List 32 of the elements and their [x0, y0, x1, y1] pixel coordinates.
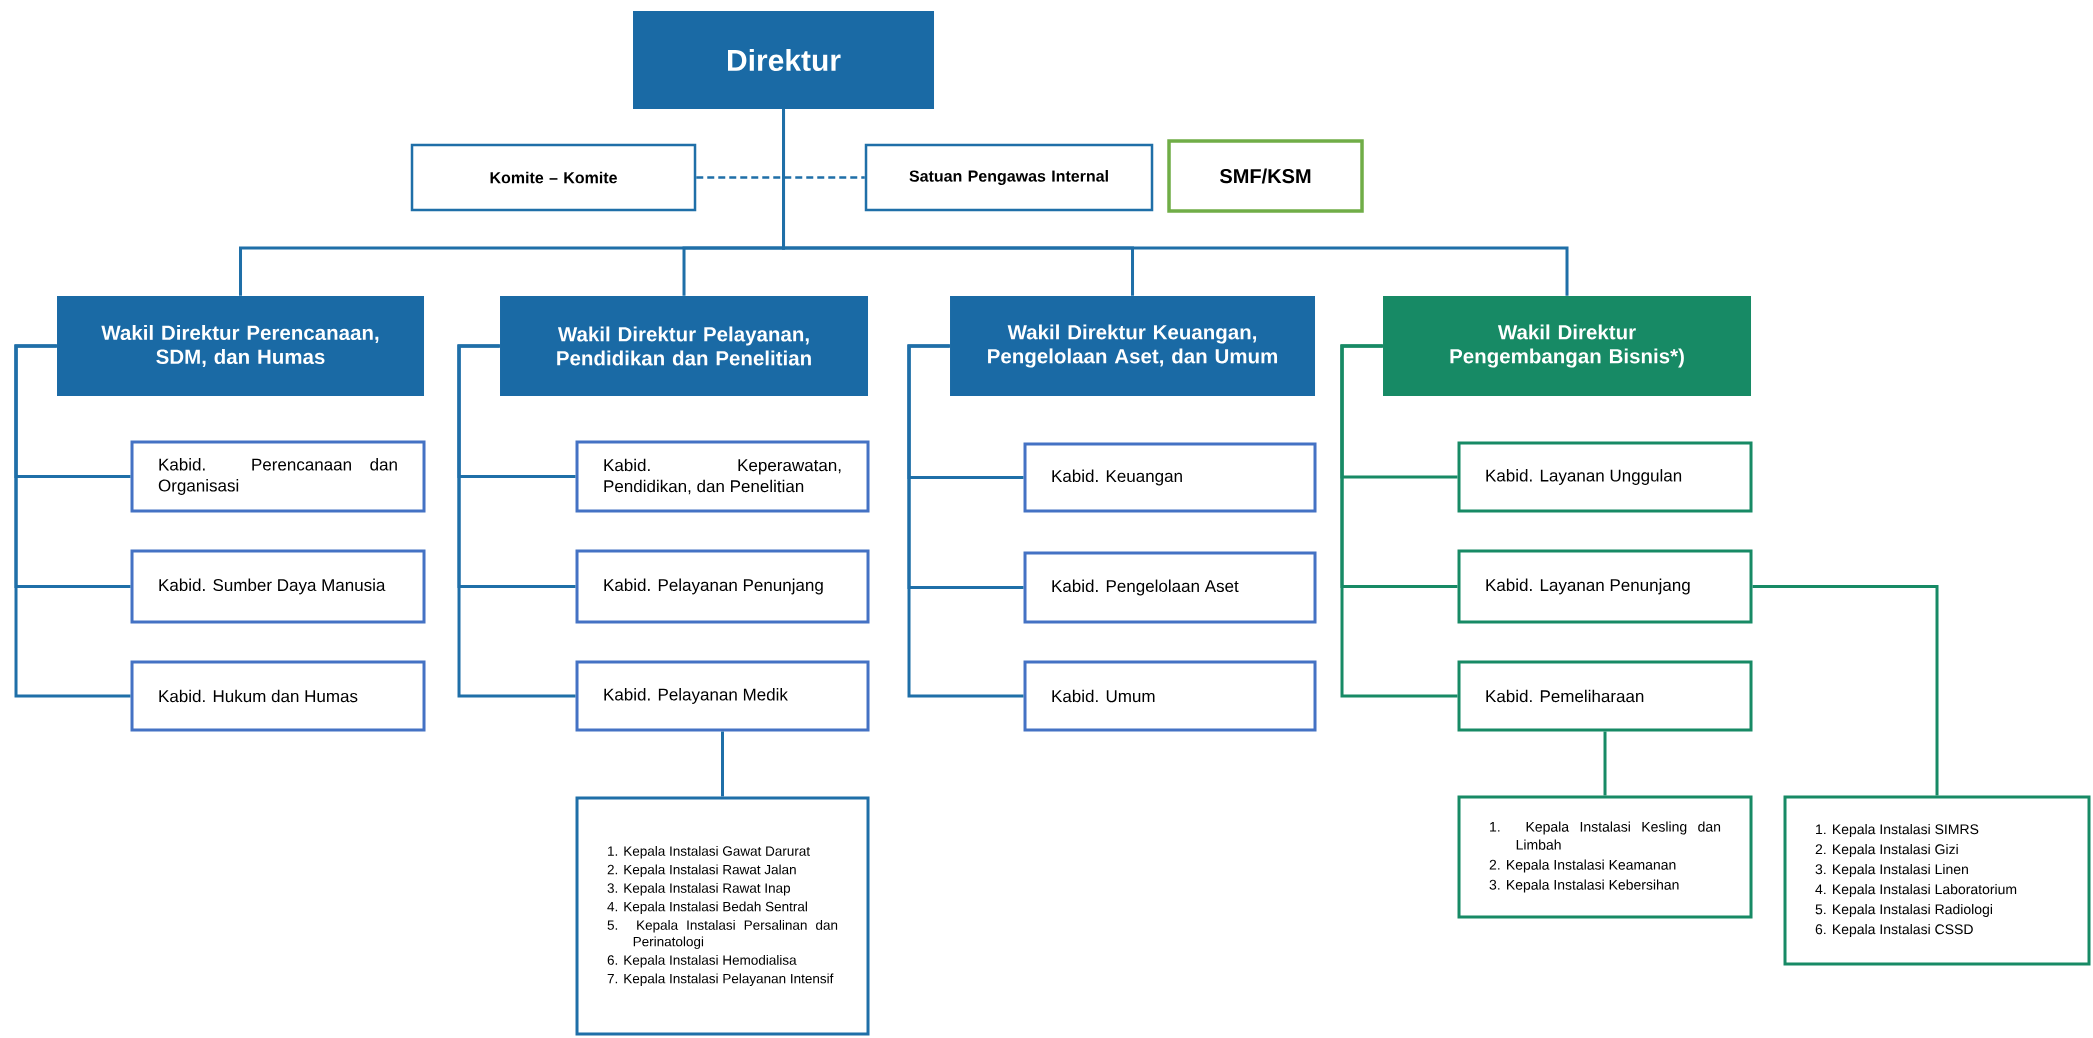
connector	[14, 344, 131, 698]
list-box: 1. Kepala Instalasi SIMRS 2. Kepala Instalasi Gizi 3. Kepala Instalasi Linen 4. Kepala Instalasi Laboratorium 5. Kepala Instalasi Radiologi 6. Kepala Instalasi CSSD	[1783, 795, 2091, 966]
unit-box: Kabid. Pelayanan Medik	[575, 660, 870, 732]
director-box: Direktur	[633, 11, 934, 109]
connector	[1340, 344, 1458, 698]
unit-box: Kabid. Umum	[1023, 660, 1317, 732]
committee-box: SMF/KSM	[1167, 139, 1364, 213]
unit-box: Kabid. Hukum dan Humas	[130, 660, 426, 732]
connector	[721, 731, 724, 797]
unit-box: Kabid. Perencanaan dan Organisasi	[130, 440, 426, 513]
committee-box: Satuan Pengawas Internal	[864, 143, 1154, 212]
unit-box: Kabid. Keperawatan, Pendidikan, dan Penelitian	[575, 440, 870, 513]
department-box: Wakil Direktur Pelayanan, Pendidikan dan Penelitian	[500, 296, 868, 396]
unit-box: Kabid. Pelayanan Penunjang	[575, 549, 870, 624]
committee-box: Komite – Komite	[410, 143, 697, 212]
unit-box: Kabid. Pemeliharaan	[1457, 660, 1753, 732]
connector	[696, 176, 865, 179]
connector	[457, 344, 576, 698]
department-box: Wakil Direktur Pengembangan Bisnis*)	[1383, 296, 1751, 396]
list-box: 1. Kepala Instalasi Gawat Darurat 2. Kepala Instalasi Rawat Jalan 3. Kepala Instalasi Rawat Inap 4. Kepala Instalasi Bedah Sentral 5. Kepala Instalasi Persalinan dan Perinatologi 6. Kepala Instalasi Hemodialisa 7. Kepala Instalasi Pelayanan Intensif	[575, 796, 870, 1036]
department-box: Wakil Direktur Keuangan, Pengelolaan Aset, dan Umum	[950, 296, 1315, 396]
unit-box: Kabid. Keuangan	[1023, 442, 1317, 513]
unit-box: Kabid. Layanan Penunjang	[1457, 549, 1753, 624]
department-box: Wakil Direktur Perencanaan, SDM, dan Humas	[57, 296, 424, 396]
connector	[782, 109, 1569, 296]
unit-box: Kabid. Layanan Unggulan	[1457, 441, 1753, 513]
unit-box: Kabid. Pengelolaan Aset	[1023, 551, 1317, 624]
connector	[1752, 585, 1939, 796]
connector	[907, 344, 1024, 698]
connector	[1603, 731, 1607, 796]
list-box: 1. Kepala Instalasi Kesling dan Limbah 2. Kepala Instalasi Keamanan 3. Kepala Instalasi Kebersihan	[1457, 795, 1753, 919]
unit-box: Kabid. Sumber Daya Manusia	[130, 549, 426, 624]
